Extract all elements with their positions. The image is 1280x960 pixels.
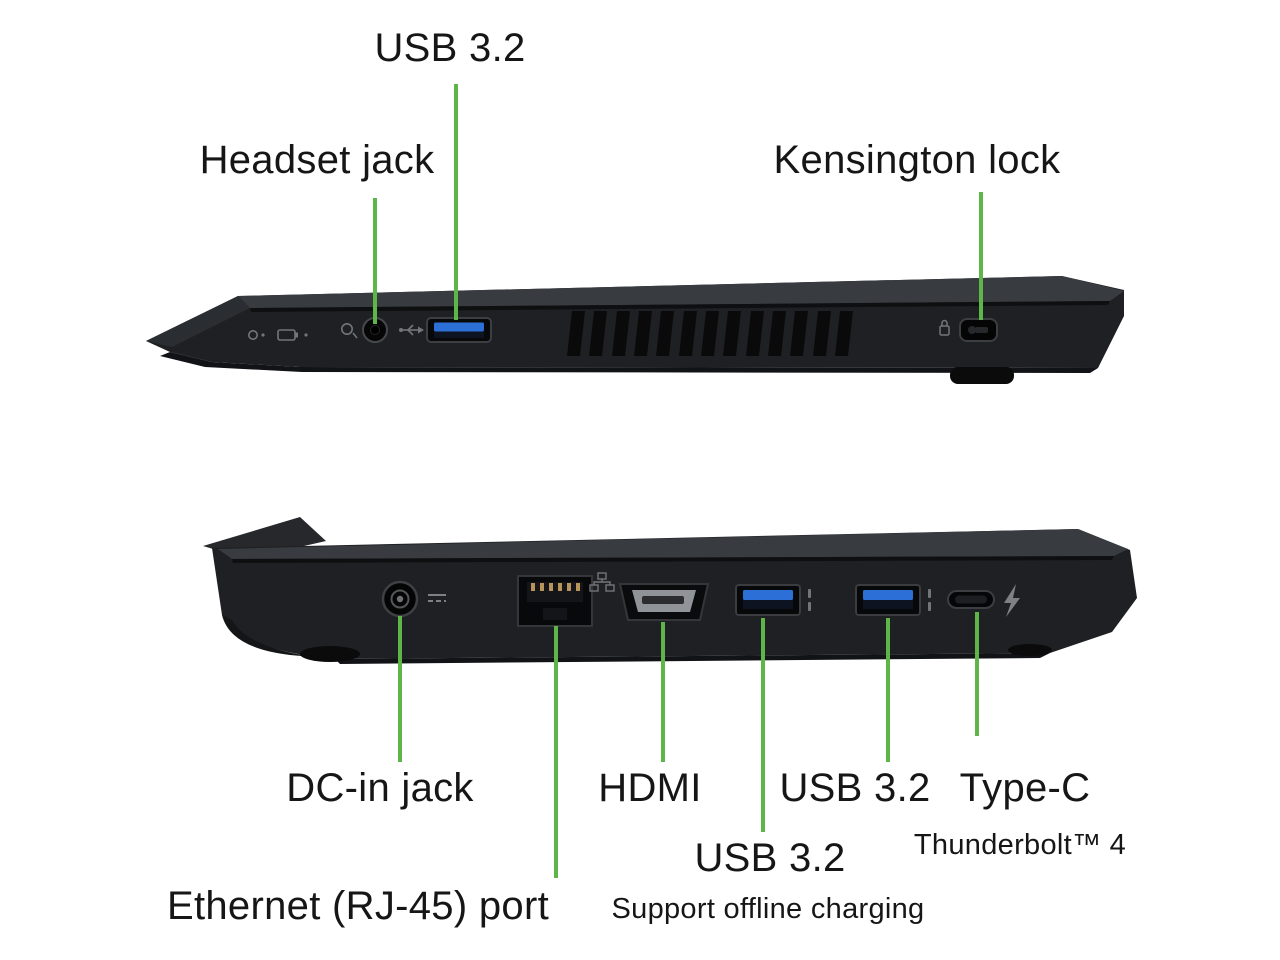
hdmi-port bbox=[618, 583, 710, 621]
network-icon bbox=[589, 572, 615, 592]
usb-c-port bbox=[947, 590, 995, 609]
laptop-right-side-view bbox=[203, 517, 1137, 664]
usb-ss-icon-2 bbox=[928, 589, 931, 611]
callout-line-usb-top bbox=[454, 84, 458, 320]
headset-label: Headset jack bbox=[199, 138, 435, 182]
power-led-icon bbox=[261, 333, 265, 337]
usb-a-port-2 bbox=[855, 584, 921, 616]
status-indicator-icons bbox=[248, 329, 308, 341]
laptop-left-side-view bbox=[146, 276, 1124, 384]
rubber-foot bbox=[300, 646, 360, 662]
usb-ss-icon-1 bbox=[808, 589, 811, 611]
callout-line-hdmi bbox=[661, 622, 665, 762]
ethernet-label: Ethernet (RJ-45) port bbox=[166, 884, 550, 928]
usb-top-label: USB 3.2 bbox=[374, 26, 526, 70]
usb-a-port-1 bbox=[735, 584, 801, 616]
usb-right-label: USB 3.2 bbox=[779, 766, 931, 810]
callout-line-headset bbox=[373, 198, 377, 324]
dc-in-icon bbox=[428, 594, 446, 602]
rubber-foot bbox=[950, 367, 1014, 384]
headset-icon bbox=[340, 322, 358, 339]
usb-left-sublabel: Support offline charging bbox=[611, 893, 925, 925]
usb-icon bbox=[399, 324, 424, 336]
thunderbolt-icon bbox=[1004, 584, 1020, 617]
headset-jack-port bbox=[362, 317, 388, 343]
callout-line-dc-in bbox=[398, 616, 402, 762]
thunderbolt-label: Thunderbolt™ 4 bbox=[913, 829, 1127, 861]
kensington-label: Kensington lock bbox=[773, 138, 1061, 182]
callout-line-kensington bbox=[979, 192, 983, 320]
callout-line-usb-left bbox=[761, 618, 765, 832]
callout-line-type-c bbox=[975, 612, 979, 736]
callout-line-ethernet bbox=[554, 626, 558, 878]
callout-line-usb-right bbox=[886, 618, 890, 762]
ethernet-port bbox=[517, 575, 593, 627]
usb-a-port-top bbox=[426, 317, 492, 343]
rubber-foot bbox=[1008, 644, 1052, 656]
hinge bbox=[222, 615, 335, 659]
usb-left-label: USB 3.2 bbox=[694, 836, 846, 880]
kensington-lock-slot bbox=[959, 318, 998, 342]
hdmi-label: HDMI bbox=[598, 766, 702, 810]
lock-icon bbox=[939, 319, 950, 336]
dc-in-port bbox=[381, 580, 419, 618]
dc-in-label: DC-in jack bbox=[286, 766, 474, 810]
vent-grille bbox=[567, 311, 853, 356]
type-c-label: Type-C bbox=[959, 766, 1091, 810]
